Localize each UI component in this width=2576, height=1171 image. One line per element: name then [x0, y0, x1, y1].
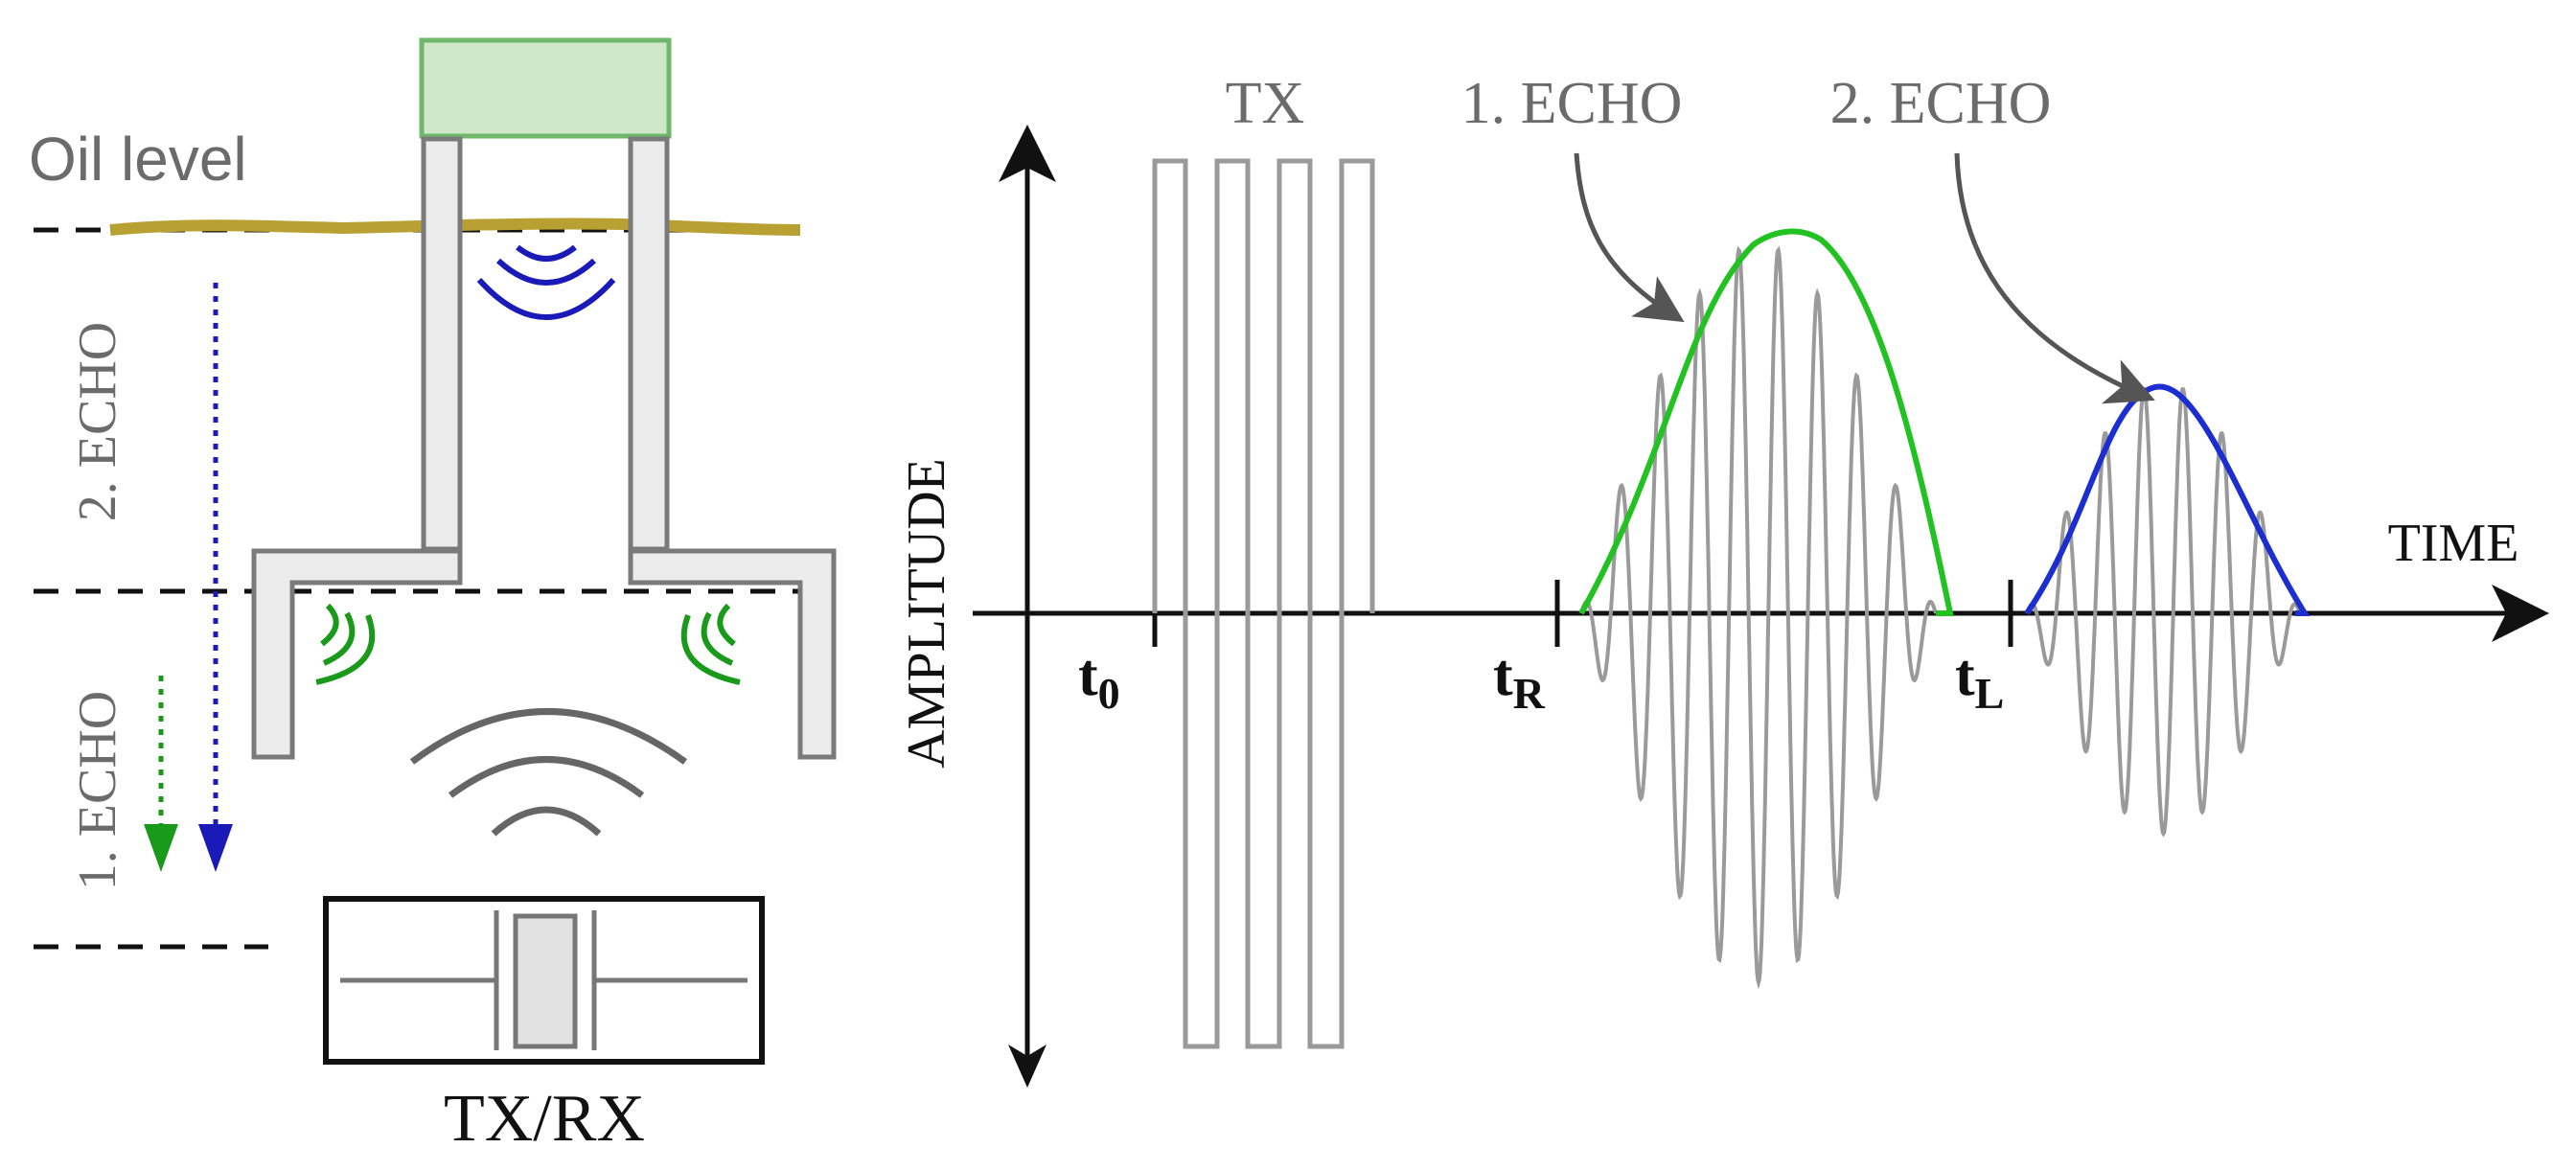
- time-axis-label: TIME: [2388, 514, 2519, 573]
- right-tube: [628, 136, 670, 552]
- echo2-callout-arrow: [1954, 152, 2155, 404]
- tick-label-t0: t0: [1078, 643, 1120, 718]
- echo2-envelope: [2024, 383, 2311, 616]
- top-reflector-box: [419, 37, 672, 139]
- transducer: [323, 896, 765, 1065]
- echo1-oscillation: [1579, 245, 1938, 990]
- base-reflector: [251, 548, 837, 760]
- green-reflection-waves-left: [315, 603, 376, 685]
- echo2-vertical-label: 2. ECHO: [68, 322, 127, 521]
- left-tube: [421, 136, 463, 552]
- oil-surface-line: [109, 218, 801, 236]
- amplitude-axis-label: AMPLITUDE: [897, 458, 956, 769]
- left-panel: Oil level 2. ECHO 1. ECHO TX/RX: [29, 37, 837, 1156]
- oil-level-label: Oil level: [29, 125, 247, 194]
- echo2-label: 2. ECHO: [1830, 71, 2052, 136]
- echo1-arrowhead: [144, 824, 178, 872]
- echo1-envelope: [1578, 228, 1954, 616]
- green-reflection-waves-right: [680, 603, 741, 685]
- echo1-callout-arrow: [1574, 152, 1685, 323]
- emitted-sound-waves: [409, 708, 688, 837]
- echo1-vertical-label: 1. ECHO: [68, 691, 127, 890]
- tx-pulse-train: [1152, 158, 1375, 1049]
- tx-label: TX: [1226, 71, 1305, 136]
- echo2-oscillation: [2025, 387, 2302, 838]
- tick-label-tR: tR: [1493, 643, 1546, 718]
- echo2-arrowhead: [198, 824, 233, 872]
- blue-reflection-waves: [476, 244, 616, 320]
- echo1-label: 1. ECHO: [1461, 71, 1683, 136]
- transducer-label: TX/RX: [444, 1082, 645, 1156]
- amplitude-axis-bottom-arrow: [1008, 1045, 1046, 1088]
- tick-label-tL: tL: [1955, 643, 2004, 718]
- right-panel: TX 1. ECHO 2. ECHO TIME AMPLITUDE t0 tR …: [897, 71, 2549, 1088]
